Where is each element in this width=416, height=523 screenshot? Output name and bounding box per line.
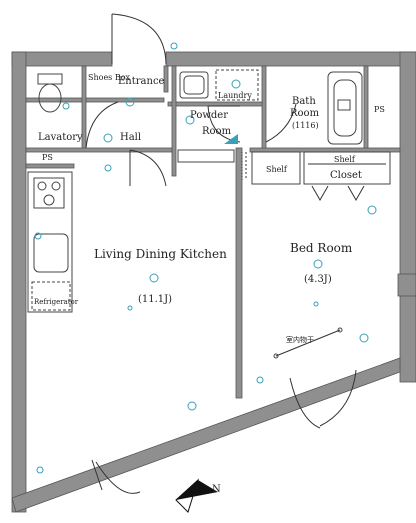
label-indoor-drying: 室内物干 — [286, 335, 314, 344]
indoor-drying-bar — [273, 327, 343, 359]
compass-label: N — [212, 484, 221, 495]
label-refrigerator: Refrigerator — [34, 298, 79, 306]
closet-area — [245, 151, 391, 202]
label-ldk-size: (11.1J) — [138, 294, 172, 305]
entrance-door — [111, 13, 178, 65]
label-laundry: Laundry — [218, 91, 252, 100]
label-bedroom-size: (4.3J) — [304, 274, 332, 285]
label-powder-1: Powder — [190, 110, 228, 121]
label-ldk: Living Dining Kitchen — [94, 247, 227, 261]
powder-room-sink — [179, 71, 209, 99]
label-bath-size: (1116) — [292, 121, 319, 130]
label-shelf: Shelf — [266, 165, 288, 174]
exterior-walls — [11, 51, 416, 513]
compass-icon: N — [175, 478, 221, 513]
label-bath-2: Room — [290, 108, 320, 119]
kitchen-counter — [27, 171, 73, 313]
label-hall: Hall — [120, 132, 141, 143]
label-powder-2: Room — [202, 126, 232, 137]
label-shoes-box: Shoes Box — [88, 73, 131, 82]
label-shelf-closet-1: Shelf — [334, 155, 356, 164]
label-ps-right: PS — [374, 105, 385, 114]
label-bedroom: Bed Room — [290, 241, 353, 255]
electrical-marks — [34, 97, 377, 474]
label-shelf-closet-2: Closet — [330, 170, 362, 181]
interior-walls — [25, 65, 401, 399]
sliding-door-ldk — [177, 134, 238, 163]
bathtub — [327, 71, 363, 145]
label-lavatory: Lavatory — [38, 132, 83, 143]
label-bath-1: Bath — [292, 96, 316, 107]
balcony-doors — [91, 369, 357, 494]
label-entrance: Entrance — [118, 76, 165, 87]
label-ps-left: PS — [42, 153, 53, 162]
toilet — [37, 73, 70, 113]
laundry-pan — [215, 69, 259, 101]
